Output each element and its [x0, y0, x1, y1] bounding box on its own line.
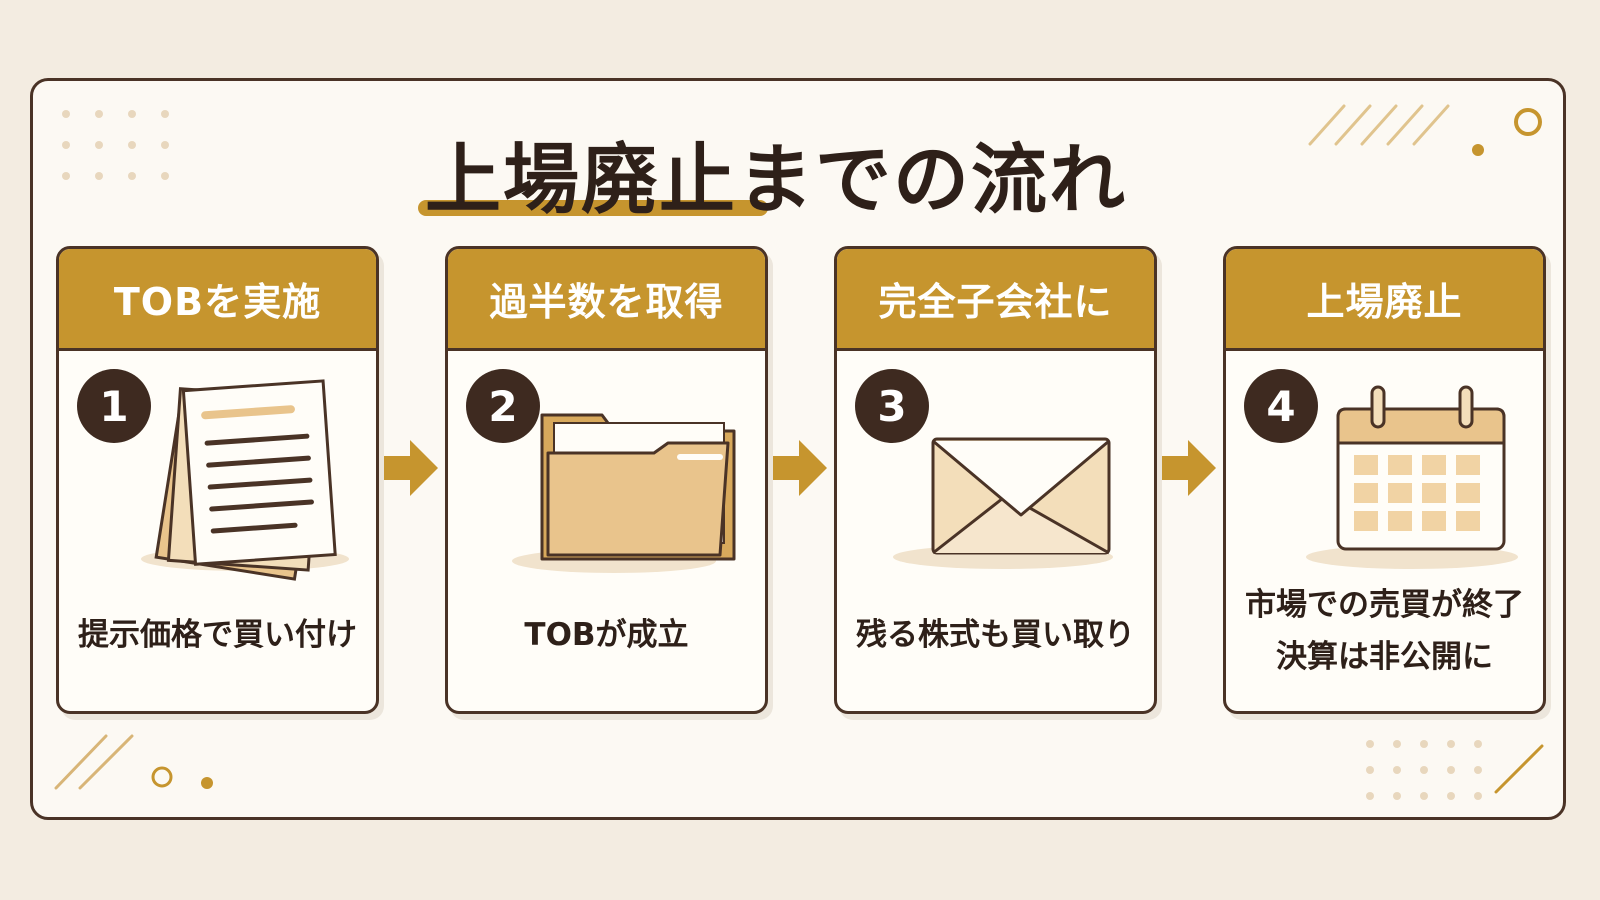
- step-card-4: 上場廃止 4 市場での売買が終了 決算は非公開に: [1223, 246, 1546, 714]
- title-area: 上場廃止までの流れ: [0, 118, 1600, 224]
- step-card-3: 完全子会社に 3 残る株式も買い取り: [834, 246, 1157, 714]
- step-caption-line: 残る株式も買い取り: [856, 617, 1135, 653]
- step-caption-2: TOBが成立: [448, 609, 765, 661]
- decorative-stripe-bottom-right: [1494, 744, 1544, 794]
- step-caption-line: 市場での売買が終了: [1245, 587, 1524, 623]
- step-caption-line: TOBが成立: [524, 617, 689, 653]
- arrow-right-icon: [1162, 440, 1216, 496]
- page-title: 上場廃止までの流れ: [425, 135, 1127, 224]
- decorative-stripes-top-right: [1308, 104, 1542, 156]
- step-number-badge-3: 3: [855, 369, 929, 443]
- step-caption-3: 残る株式も買い取り: [837, 609, 1154, 661]
- step-header-2: 過半数を取得: [448, 249, 765, 351]
- step-number-badge-1: 1: [77, 369, 151, 443]
- step-card-1: TOBを実施 1 提示価格で買い付け: [56, 246, 379, 714]
- calendar-icon: [1306, 385, 1518, 569]
- step-caption-line: 決算は非公開に: [1276, 639, 1493, 675]
- decorative-stripes-bottom-left: [54, 734, 213, 790]
- title-underline: [418, 200, 768, 216]
- step-header-1: TOBを実施: [59, 249, 376, 351]
- step-header-4: 上場廃止: [1226, 249, 1543, 351]
- step-caption-line: 提示価格で買い付け: [78, 617, 357, 653]
- arrow-right-icon: [384, 440, 438, 496]
- step-header-3: 完全子会社に: [837, 249, 1154, 351]
- folder-icon: [512, 413, 736, 573]
- step-caption-4: 市場での売買が終了 決算は非公開に: [1226, 579, 1543, 683]
- documents-icon: [141, 379, 349, 581]
- step-card-2: 過半数を取得 2 TOBが成立: [445, 246, 768, 714]
- envelope-icon: [893, 437, 1113, 569]
- step-number-badge-4: 4: [1244, 369, 1318, 443]
- step-caption-1: 提示価格で買い付け: [59, 609, 376, 661]
- step-number-badge-2: 2: [466, 369, 540, 443]
- arrow-right-icon: [773, 440, 827, 496]
